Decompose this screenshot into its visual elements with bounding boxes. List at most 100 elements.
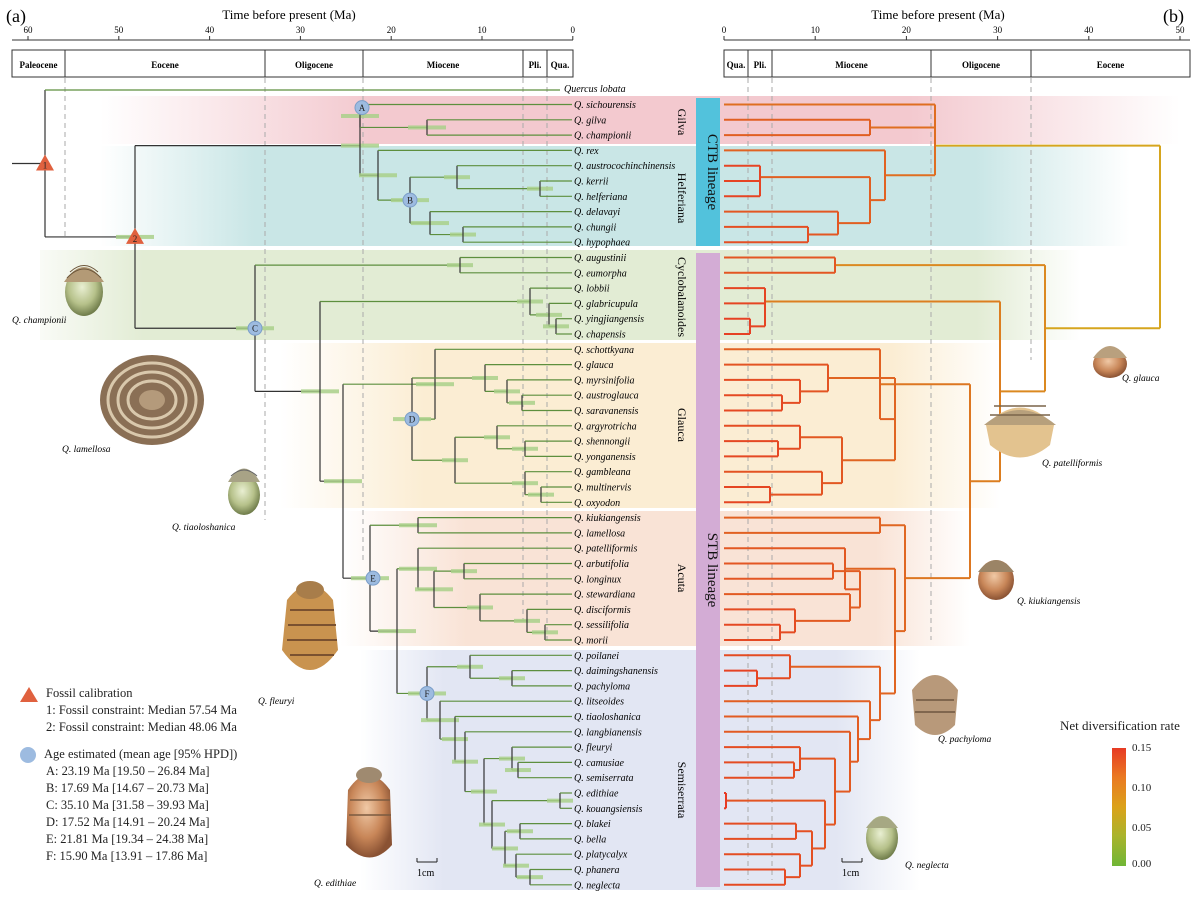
group-labels: Gilva Helferiana Cyclobalanoides Glauca … bbox=[675, 109, 689, 819]
age-item-e: E: 21.81 Ma [19.34 – 24.38 Ma] bbox=[46, 832, 209, 846]
group-label-helferiana: Helferiana bbox=[675, 173, 689, 224]
taxon-label: Q. kerrii bbox=[574, 177, 609, 188]
taxon-label: Q. gambleana bbox=[574, 467, 631, 478]
caption-patelliformis: Q. patelliformis bbox=[1042, 458, 1102, 469]
taxon-label: Q. patelliformis bbox=[574, 544, 637, 555]
taxon-label: Q. sichourensis bbox=[574, 100, 636, 111]
age-item-b: B: 17.69 Ma [14.67 – 20.73 Ma] bbox=[46, 781, 209, 795]
taxon-labels: Quercus lobata Q. sichourensis Q. gilva Q. … bbox=[564, 84, 675, 891]
taxon-label: Q. kiukiangensis bbox=[574, 513, 641, 524]
right-tick-label: 10 bbox=[811, 25, 821, 35]
scale-bars bbox=[416, 858, 863, 863]
taxon-label: Q. camusiae bbox=[574, 758, 625, 769]
right-epoch-label: Miocene bbox=[835, 60, 867, 70]
acorn-pachyloma bbox=[912, 675, 958, 735]
age-legend-title: Age estimated (mean age [95% HPD]) bbox=[44, 747, 238, 761]
taxon-label: Q. daimingshanensis bbox=[574, 666, 658, 677]
fossil-item-1: 1: Fossil constraint: Median 57.54 Ma bbox=[46, 703, 237, 717]
taxon-label: Q. gilva bbox=[574, 115, 606, 126]
taxon-label: Q. litseoides bbox=[574, 697, 624, 708]
caption-pachyloma: Q. pachyloma bbox=[938, 735, 992, 745]
group-label-cyclobalanoides: Cyclobalanoides bbox=[675, 257, 689, 337]
rate-tick-2: 0.05 bbox=[1132, 822, 1152, 834]
left-epoch-label: Oligocene bbox=[295, 60, 333, 70]
acorn-tiaoloshanica bbox=[228, 468, 260, 515]
left-axis-title: Time before present (Ma) bbox=[222, 7, 355, 22]
outgroup-label: Quercus lobata bbox=[564, 84, 626, 95]
stb-lineage-label: STB lineage bbox=[704, 533, 720, 608]
taxon-label: Q. blakei bbox=[574, 819, 611, 830]
left-tick-label: 30 bbox=[296, 25, 306, 35]
group-label-glauca: Glauca bbox=[675, 408, 689, 443]
taxon-label: Q. phanera bbox=[574, 865, 620, 876]
taxon-label: Q. championii bbox=[574, 131, 631, 142]
fossil-item-2: 2: Fossil constraint: Median 48.06 Ma bbox=[46, 720, 237, 734]
right-epoch-label: Oligocene bbox=[962, 60, 1000, 70]
taxon-label: Q. yonganensis bbox=[574, 452, 636, 463]
taxon-label: Q. lamellosa bbox=[574, 528, 625, 539]
fossil-legend-title: Fossil calibration bbox=[46, 686, 133, 700]
rate-legend: Net diversification rate 0.15 0.10 0.05 … bbox=[1060, 718, 1200, 870]
acorn-captions: Q. championii Q. lamellosa Q. tiaoloshan… bbox=[12, 316, 1160, 889]
left-epoch-label: Pli. bbox=[529, 60, 542, 70]
taxon-label: Q. lobbii bbox=[574, 284, 610, 295]
caption-glauca: Q. glauca bbox=[1122, 374, 1160, 384]
right-epoch-label: Pli. bbox=[754, 60, 767, 70]
ctb-lineage-bar bbox=[696, 98, 720, 246]
taxon-label: Q. glabricupula bbox=[574, 299, 638, 310]
left-tick-label: 0 bbox=[571, 25, 576, 35]
acorn-patelliformis bbox=[984, 405, 1056, 458]
left-epoch-label: Eocene bbox=[151, 60, 179, 70]
stb-lineage-bar bbox=[696, 253, 720, 887]
caption-fleuryi: Q. fleuryi bbox=[258, 696, 295, 707]
age-node-marker: D bbox=[404, 411, 420, 427]
taxon-label: Q. poilanei bbox=[574, 651, 619, 662]
taxon-label: Q. pachyloma bbox=[574, 681, 630, 692]
panel-label-b: (b) bbox=[1163, 6, 1184, 27]
rate-legend-title: Net diversification rate bbox=[1060, 718, 1180, 733]
age-item-c: C: 35.10 Ma [31.58 – 39.93 Ma] bbox=[46, 798, 209, 812]
acorn-lamellosa bbox=[100, 355, 204, 445]
acorn-illustrations bbox=[64, 265, 1127, 860]
age-node-marker: B bbox=[402, 192, 418, 208]
fossil-triangle-icon bbox=[20, 686, 38, 702]
taxon-label: Q. chungii bbox=[574, 222, 616, 233]
taxon-label: Q. austroglauca bbox=[574, 391, 639, 402]
taxon-label: Q. augustinii bbox=[574, 253, 626, 264]
taxon-label: Q. glauca bbox=[574, 360, 613, 371]
taxon-label: Q. shennongii bbox=[574, 437, 630, 448]
taxon-label: Q. multinervis bbox=[574, 483, 631, 494]
right-tick-label: 30 bbox=[993, 25, 1003, 35]
taxon-label: Q. austrocochinchinensis bbox=[574, 161, 675, 172]
age-item-d: D: 17.52 Ma [14.91 – 20.24 Ma] bbox=[46, 815, 210, 829]
taxon-label: Q. stewardiana bbox=[574, 590, 635, 601]
taxon-label: Q. neglecta bbox=[574, 880, 620, 891]
node-label: A bbox=[359, 103, 366, 113]
taxon-label: Q. sessilifolia bbox=[574, 620, 629, 631]
taxon-label: Q. disciformis bbox=[574, 605, 631, 616]
node-label: 1 bbox=[43, 160, 48, 170]
rate-tick-1: 0.10 bbox=[1132, 782, 1152, 794]
age-node-circle-icon bbox=[20, 747, 36, 764]
diversification-rate-tree bbox=[724, 103, 1161, 886]
taxon-label: Q. saravanensis bbox=[574, 406, 639, 417]
caption-edithiae: Q. edithiae bbox=[314, 879, 356, 889]
chronogram-tree bbox=[12, 89, 573, 886]
age-node-marker: E bbox=[365, 570, 381, 586]
caption-championii: Q. championii bbox=[12, 316, 67, 326]
node-label: D bbox=[409, 415, 416, 425]
age-node-marker: F bbox=[419, 685, 435, 701]
rate-color-bar bbox=[1112, 748, 1126, 866]
lineage-bars: CTB lineage STB lineage bbox=[696, 98, 720, 887]
acorn-glauca bbox=[1093, 346, 1127, 378]
node-label: 2 bbox=[133, 234, 138, 244]
taxon-label: Q. helferiana bbox=[574, 192, 627, 203]
group-label-acuta: Acuta bbox=[675, 564, 689, 593]
right-epoch-label: Eocene bbox=[1097, 60, 1125, 70]
left-tick-label: 40 bbox=[205, 25, 215, 35]
panel-label-a: (a) bbox=[6, 6, 26, 27]
rate-tick-3: 0.00 bbox=[1132, 858, 1152, 870]
